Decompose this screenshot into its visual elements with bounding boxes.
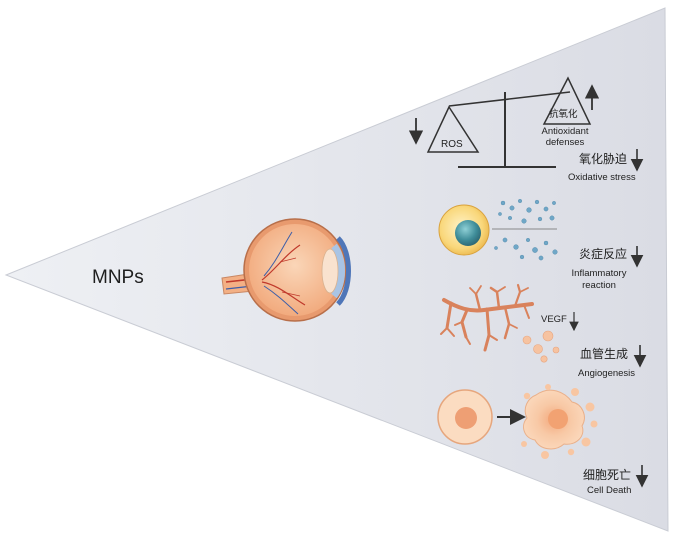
vegf-label: VEGF: [541, 314, 567, 325]
oxidative-title-zh: 氧化胁迫: [579, 151, 627, 166]
inflammation-panel: 炎症反应 Inflammatory reaction: [438, 198, 644, 291]
dying-cell: [521, 384, 598, 459]
angiogenesis-panel: VEGF 血管生成 Angiogenesis: [440, 283, 647, 379]
angiogenesis-title-en: Angiogenesis: [578, 368, 635, 379]
oxidative-stress-panel: ROS 抗氧化 Antioxidant defenses 氧化胁迫 Oxidat…: [408, 76, 644, 183]
ros-label: ROS: [441, 139, 463, 150]
healthy-cell-nucleus: [455, 407, 477, 429]
cell-nucleus: [455, 220, 481, 246]
angiogenesis-title-zh: 血管生成: [580, 346, 628, 361]
released-particles: [494, 198, 558, 261]
branching-vessels: [440, 283, 534, 352]
oxidative-title-en: Oxidative stress: [568, 172, 636, 183]
inflammation-title-en-line1: Inflammatory: [572, 268, 627, 279]
antioxidant-weight: [542, 76, 592, 125]
cell-death-title-en: Cell Death: [587, 485, 631, 496]
antioxidant-en-line2: defenses: [546, 137, 585, 148]
antioxidant-zh: 抗氧化: [549, 108, 578, 120]
cell-death-title-zh: 细胞死亡: [583, 468, 631, 482]
inflammation-title-en-line2: reaction: [582, 280, 616, 291]
cell-death-panel: 细胞死亡 Cell Death: [437, 384, 649, 496]
source-label: MNPs: [92, 267, 144, 288]
antioxidant-en-line1: Antioxidant: [541, 126, 588, 137]
inflammation-title-zh: 炎症反应: [579, 246, 627, 261]
ros-weight: [426, 105, 480, 153]
eye-illustration: [221, 218, 351, 322]
vegf-droplets: [522, 330, 560, 363]
